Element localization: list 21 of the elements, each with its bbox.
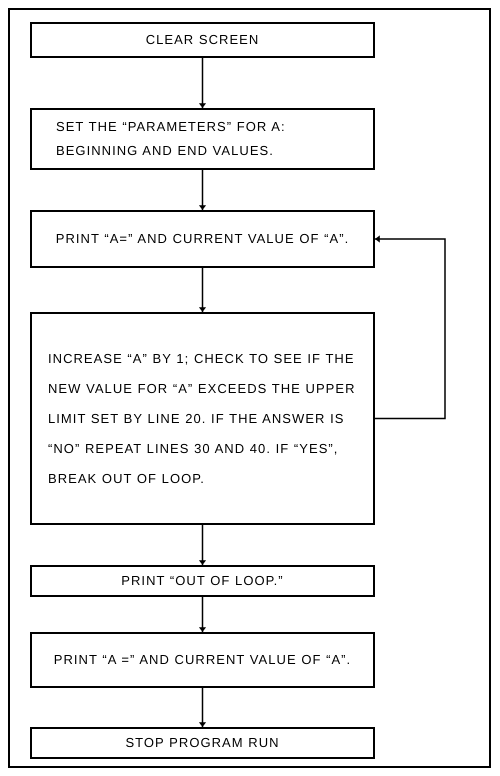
box-text: STOP PROGRAM RUN <box>124 734 281 752</box>
box-text: PRINT “OUT OF LOOP.” <box>120 572 285 590</box>
process-box <box>30 108 375 170</box>
box-text: PRINT “A=” AND CURRENT VALUE OF “A”. <box>54 230 350 248</box>
arrow <box>198 170 206 210</box>
process-box <box>30 727 375 759</box>
box-text: PRINT “A =” AND CURRENT VALUE OF “A”. <box>52 651 352 669</box>
process-box <box>30 565 375 597</box>
process-box <box>30 210 375 268</box>
process-box <box>30 312 375 525</box>
arrow <box>198 597 206 632</box>
process-box <box>30 22 375 58</box>
box-text: INCREASE “A” BY 1; CHECK TO SEE IF THE NEW VALUE FOR “A” EXCEEDS THE UPPER LIMIT SET BY LINE 20. IF THE ANSWER IS “NO” REPEAT LINES 30 AND 40. IF “YES”, BREAK OUT OF LOOP. <box>48 350 357 488</box>
process-box <box>30 632 375 688</box>
box-text: CLEAR SCREEN <box>144 31 260 50</box>
arrow <box>198 688 206 727</box>
arrow <box>198 58 206 108</box>
arrow <box>198 525 206 565</box>
arrow <box>375 235 446 420</box>
box-text: SET THE “PARAMETERS” FOR A: BEGINNING AND END VALUES. <box>56 118 287 160</box>
arrow <box>198 268 206 312</box>
